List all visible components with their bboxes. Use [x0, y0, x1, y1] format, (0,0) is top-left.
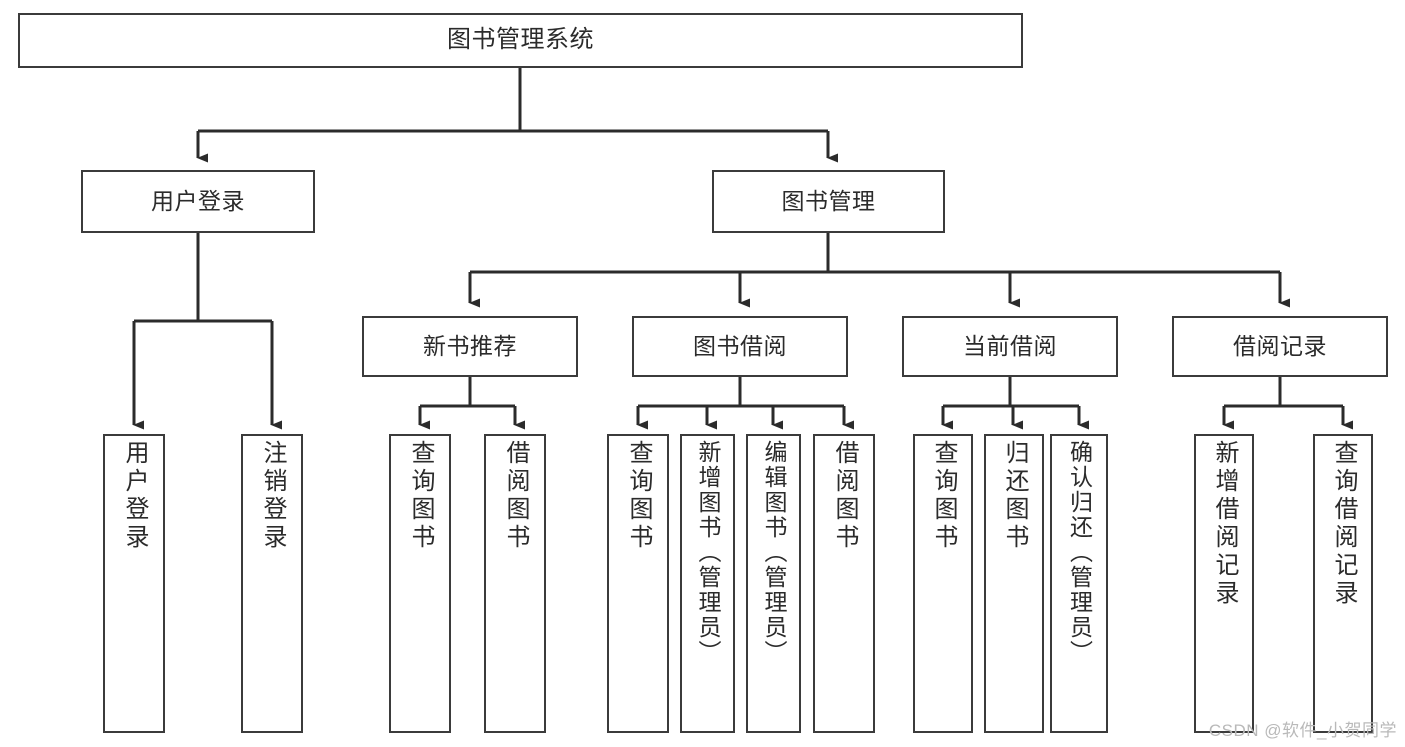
node-label: 图书借阅: [693, 332, 787, 359]
leaf-return-book[interactable]: 归还图书: [984, 434, 1044, 733]
node-label: 借阅图书: [831, 440, 858, 552]
leaf-query-book-current[interactable]: 查询图书: [913, 434, 973, 733]
node-label: 新增借阅记录: [1211, 440, 1238, 608]
watermark-text: CSDN @软件_小贺同学: [1208, 721, 1397, 740]
node-book-borrow[interactable]: 图书借阅: [632, 316, 848, 377]
node-label: 图书管理系统: [447, 26, 594, 54]
leaf-borrow-book-recommend[interactable]: 借阅图书: [484, 434, 546, 733]
leaf-confirm-return-admin[interactable]: 确认归还（管理员）: [1050, 434, 1108, 733]
node-label: 新书推荐: [423, 332, 517, 359]
node-label: 查询图书: [930, 440, 957, 552]
node-label: 查询图书: [407, 440, 434, 552]
leaf-user-login[interactable]: 用户登录: [103, 434, 165, 733]
node-label: 查询图书: [625, 440, 652, 552]
node-user-login[interactable]: 用户登录: [81, 170, 315, 233]
node-label: 编辑图书（管理员）: [761, 440, 787, 665]
node-label: 归还图书: [1001, 440, 1028, 552]
leaf-borrow-book[interactable]: 借阅图书: [813, 434, 875, 733]
leaf-edit-book-admin[interactable]: 编辑图书（管理员）: [746, 434, 801, 733]
node-label: 用户登录: [151, 187, 245, 214]
leaf-query-book-borrow[interactable]: 查询图书: [607, 434, 669, 733]
node-label: 注销登录: [259, 440, 286, 552]
node-current-borrow[interactable]: 当前借阅: [902, 316, 1118, 377]
node-borrow-record[interactable]: 借阅记录: [1172, 316, 1388, 377]
leaf-add-book-admin[interactable]: 新增图书（管理员）: [680, 434, 735, 733]
leaf-add-borrow-record[interactable]: 新增借阅记录: [1194, 434, 1254, 733]
node-label: 借阅记录: [1233, 332, 1327, 359]
leaf-user-logout[interactable]: 注销登录: [241, 434, 303, 733]
node-root-system[interactable]: 图书管理系统: [18, 13, 1023, 68]
node-label: 借阅图书: [502, 440, 529, 552]
node-new-book-recommend[interactable]: 新书推荐: [362, 316, 578, 377]
node-label: 用户登录: [121, 440, 148, 552]
node-book-management[interactable]: 图书管理: [712, 170, 945, 233]
node-label: 查询借阅记录: [1330, 440, 1357, 608]
node-label: 图书管理: [781, 187, 876, 214]
leaf-query-borrow-record[interactable]: 查询借阅记录: [1313, 434, 1373, 733]
node-label: 确认归还（管理员）: [1066, 440, 1093, 665]
node-label: 当前借阅: [963, 332, 1057, 359]
leaf-query-book-recommend[interactable]: 查询图书: [389, 434, 451, 733]
node-label: 新增图书（管理员）: [695, 440, 721, 665]
